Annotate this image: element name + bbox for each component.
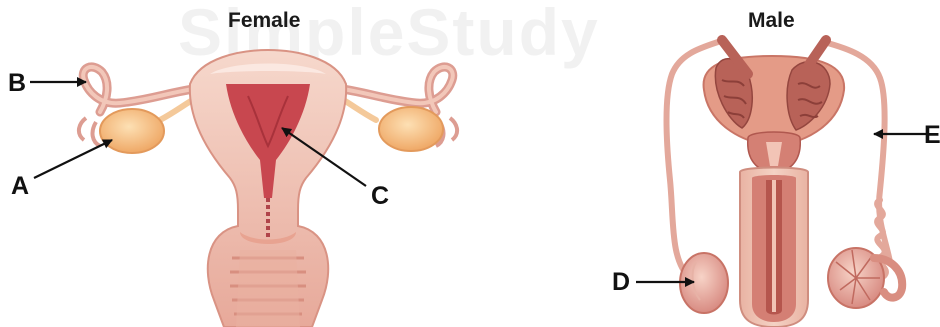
right-ovary xyxy=(379,107,443,151)
label-d: D xyxy=(612,270,630,295)
female-reproductive-system xyxy=(79,50,457,327)
pointer-a xyxy=(34,140,112,178)
label-c: C xyxy=(371,184,389,209)
label-a: A xyxy=(11,174,29,199)
male-heading: Male xyxy=(748,9,795,33)
female-heading: Female xyxy=(228,9,300,33)
label-e: E xyxy=(924,123,940,148)
vagina xyxy=(236,250,300,327)
label-b: B xyxy=(8,71,26,96)
male-reproductive-system xyxy=(667,40,903,327)
left-ovary xyxy=(100,109,164,153)
